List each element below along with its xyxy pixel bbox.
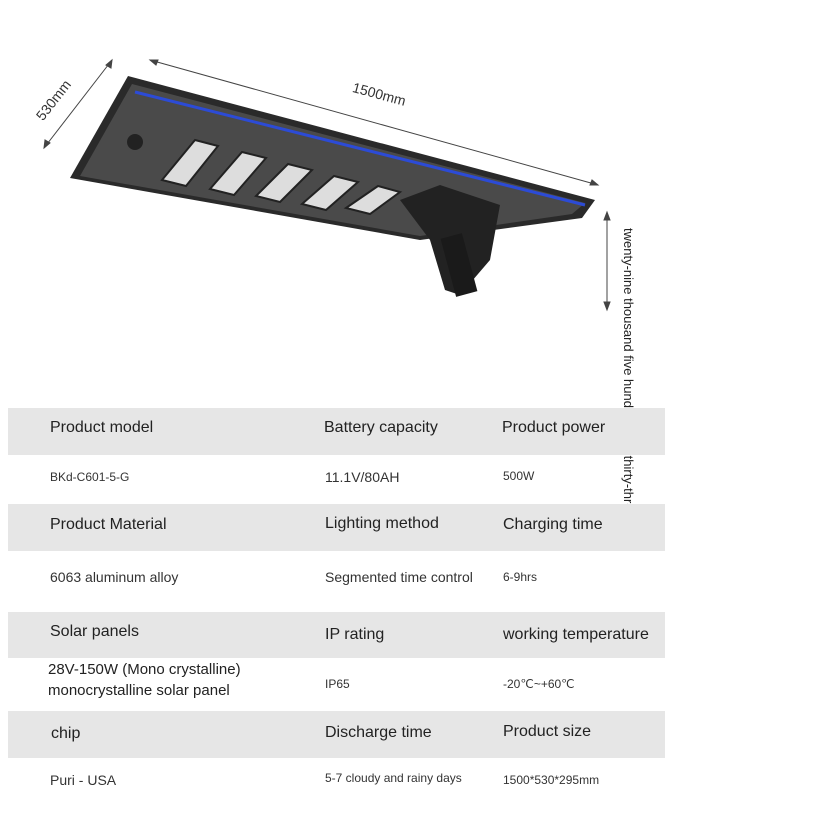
label-discharge-time: Discharge time [325,724,432,741]
height-label: twenty-nine thousand five hundred and th… [621,228,636,518]
header-band-3 [8,612,665,658]
label-product-material: Product Material [50,516,167,533]
label-battery-capacity: Battery capacity [324,419,438,436]
label-product-size: Product size [503,723,592,740]
header-band-1 [8,408,665,455]
value-discharge-time: 5-7 cloudy and rainy days [325,771,462,785]
label-charging-time: Charging time [503,516,603,533]
label-ip-rating: IP rating [325,626,385,643]
label-product-power: Product power [502,419,606,436]
header-band-2 [8,504,665,551]
value-product-power: 500W [503,469,535,483]
value-battery-capacity: 11.1V/80AH [325,469,400,485]
label-working-temperature: working temperature [503,626,649,643]
value-product-material: 6063 aluminum alloy [50,569,179,585]
value-product-model: BKd-C601-5-G [50,470,130,484]
label-chip: chip [51,725,81,742]
value-chip: Puri - USA [50,772,117,788]
value-working-temperature: -20℃~+60℃ [503,677,575,691]
value-lighting-method: Segmented time control [325,569,473,585]
value-solar-panels-extra: monocrystalline solar panel [48,682,230,699]
lamp-body [70,76,595,297]
dimension-lines [43,58,611,312]
value-charging-time: 6-9hrs [503,570,538,584]
label-lighting-method: Lighting method [325,515,439,532]
value-product-size: 1500*530*295mm [503,773,600,787]
label-product-model: Product model [50,419,154,436]
header-band-4 [8,711,665,758]
value-ip-rating: IP65 [325,677,350,691]
solar-street-light-image [43,58,611,312]
value-solar-panels: 28V-150W (Mono crystalline) [48,661,241,678]
label-solar-panels: Solar panels [50,623,139,640]
